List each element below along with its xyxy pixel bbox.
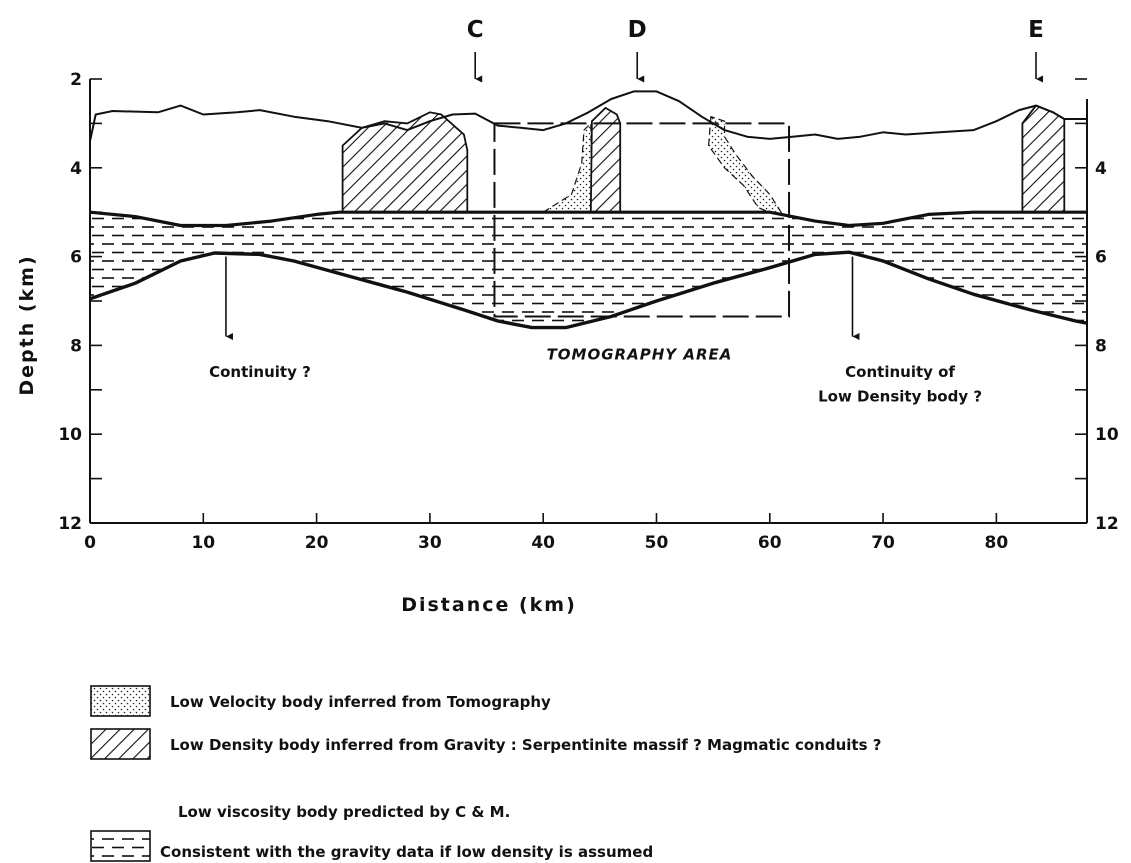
y-tick-label-right: 8 [1095, 336, 1107, 356]
y-tick-label-right: 12 [1095, 514, 1119, 534]
annotation-text: Continuity ? [209, 363, 311, 381]
annotations: Continuity ? Continuity of Low Density bod… [209, 256, 982, 405]
seafloor-line [89, 90, 1087, 142]
y-tick-label-right: 10 [1095, 425, 1119, 445]
annotation-text: Continuity of [845, 363, 955, 381]
marker-label-c: C [467, 17, 484, 43]
viscosity-top-line [89, 210, 1087, 228]
x-tick-label: 70 [871, 533, 895, 553]
low-viscosity-body [90, 212, 1087, 328]
legend-swatch-dashes [90, 830, 151, 862]
tomography-area-outline [493, 122, 791, 318]
legend-label: Low viscosity body predicted by C & M. [178, 803, 510, 821]
x-tick-label: 40 [531, 533, 555, 553]
x-axis-title: Distance (km) [401, 594, 577, 616]
x-tick-label: 20 [305, 533, 329, 553]
x-tick-label: 80 [985, 533, 1009, 553]
annotation-text: Low Density body ? [818, 387, 982, 405]
viscosity-bottom-line [89, 250, 1088, 330]
y-tick-label-left: 2 [70, 70, 82, 90]
legend-item-low-viscosity: Low viscosity body predicted by C & M. C… [90, 803, 653, 862]
low-density-body [341, 111, 469, 214]
y-tick-label-left: 10 [58, 425, 82, 445]
x-tick-label: 60 [758, 533, 782, 553]
low-velocity-body [541, 121, 593, 213]
legend-label: Low Velocity body inferred from Tomograp… [170, 693, 551, 711]
boundary-lines [89, 90, 1088, 330]
legend-item-low-velocity: Low Velocity body inferred from Tomograp… [90, 685, 551, 717]
y-tick-label-right: 4 [1095, 159, 1107, 179]
x-tick-label: 30 [418, 533, 442, 553]
legend-item-low-density: Low Density body inferred from Gravity :… [90, 728, 881, 760]
x-tick-label: 50 [645, 533, 669, 553]
marker-label-e: E [1028, 17, 1044, 43]
low-velocity-body [707, 115, 783, 213]
anomaly-bodies [341, 104, 1066, 214]
y-tick-label-left: 12 [58, 514, 82, 534]
x-tick-label: 0 [84, 533, 96, 553]
section-markers: C D E [467, 17, 1044, 83]
y-axis-title: Depth (km) [16, 254, 38, 395]
low-density-body [1021, 104, 1066, 214]
tomography-area-box [493, 122, 791, 318]
low-viscosity-region [90, 212, 1087, 328]
legend: Low Velocity body inferred from Tomograp… [90, 685, 881, 862]
x-tick-label: 10 [191, 533, 215, 553]
legend-swatch-dots [90, 685, 151, 717]
y-tick-label-left: 4 [70, 159, 82, 179]
legend-label: Low Density body inferred from Gravity :… [170, 736, 881, 754]
legend-label-continued: Consistent with the gravity data if low … [160, 843, 653, 861]
marker-label-d: D [628, 17, 647, 43]
y-tick-label-left: 8 [70, 336, 82, 356]
legend-swatch-hatch [90, 728, 151, 760]
tomography-area-label: TOMOGRAPHY AREA [547, 345, 733, 363]
y-tick-label-left: 6 [70, 248, 82, 268]
y-tick-label-right: 6 [1095, 248, 1107, 268]
